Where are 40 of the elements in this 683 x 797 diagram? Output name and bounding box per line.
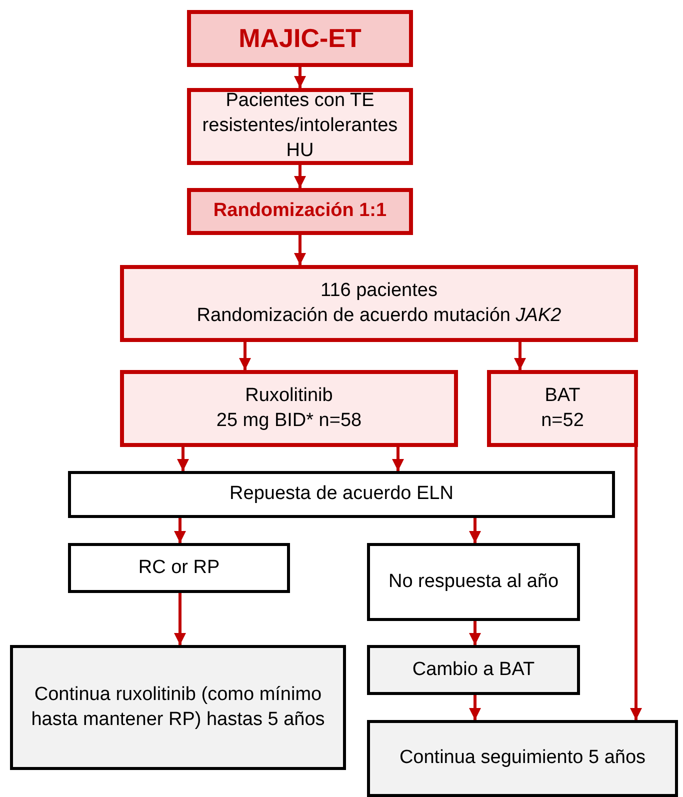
title-box [187,10,413,67]
arrow [294,67,306,88]
arrow [630,447,642,720]
process-box [120,370,458,447]
node-text: No respuesta al año [388,570,559,594]
node-text: MAJIC-ET [238,22,362,55]
node-text: BAT [544,384,580,408]
process-box [120,265,638,342]
arrow [174,518,186,543]
process-box [68,471,615,518]
arrow [239,342,251,370]
node-text: Repuesta de acuerdo ELN [230,482,454,506]
arrow [469,621,481,645]
process-box [68,543,290,593]
arrow [177,447,189,471]
node-text: Continua seguimiento 5 años [399,746,646,770]
arrow [469,695,481,720]
outcome-box [367,720,678,797]
process-box [187,188,413,235]
outcome-box [10,645,346,770]
arrow [294,235,306,265]
arrow [469,518,481,543]
node-text: Continua ruxolitinib (como mínimo hasta mantener RP) hastas 5 años [30,682,326,732]
process-box [187,88,413,165]
node-text: 25 mg BID* n=58 [216,408,362,432]
arrow [294,165,306,188]
arrow [392,447,404,471]
node-text: 116 pacientes [320,278,438,303]
node-text: Randomización de acuerdo mutación JAK2 [196,304,562,328]
node-text: n=52 [541,408,584,432]
node-text: Cambio a BAT [412,658,535,682]
node-text: Pacientes con TE resistentes/intolerantes HU [201,89,399,163]
node-text: Ruxolitinib [245,384,333,408]
node-text: RC or RP [138,556,220,580]
process-box [367,543,580,621]
arrow [174,593,186,645]
node-text: Randomización 1:1 [213,199,387,224]
arrow [514,342,526,370]
process-box [487,370,638,447]
outcome-box [367,645,580,695]
